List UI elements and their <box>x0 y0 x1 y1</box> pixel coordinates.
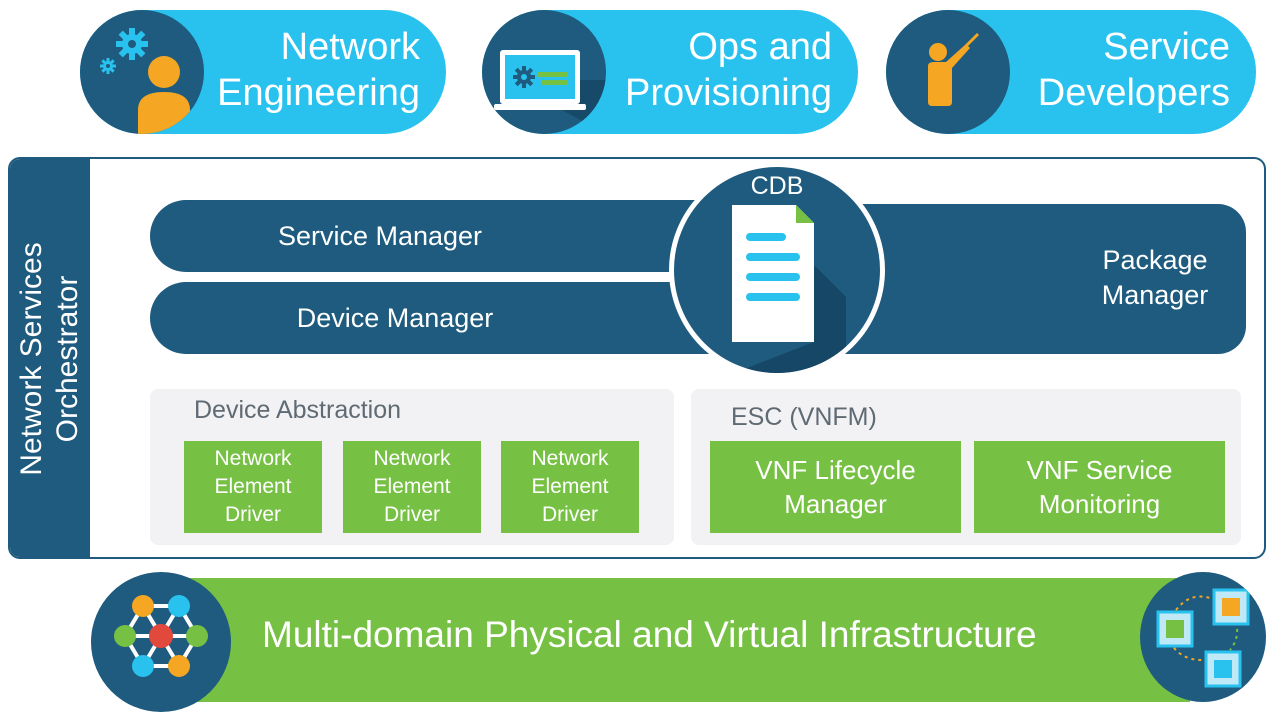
nso-sidebar: Network Services Orchestrator <box>10 159 90 557</box>
infrastructure-label: Multi-domain Physical and Virtual Infras… <box>262 614 1037 655</box>
device-manager-label: Device Manager <box>296 302 494 333</box>
infrastructure-bar <box>160 578 1190 702</box>
persona-service-developers: Service Developers <box>886 10 1256 134</box>
package-manager-label-line: Manager <box>1101 280 1209 310</box>
driver-label-line: Element <box>531 475 609 498</box>
virtual-machines-icon <box>1140 572 1266 702</box>
cdb-database <box>669 162 885 378</box>
persona-ops-provisioning: Ops and Provisioning <box>482 10 858 134</box>
persona-network-engineering: Network Engineering <box>80 10 446 134</box>
package-manager-label-line: Package <box>1102 245 1208 275</box>
esc-vnfm-title: ESC (VNFM) <box>731 403 877 431</box>
package-manager-label: Package Manager <box>1075 243 1235 313</box>
nso-title-line: Network Services <box>15 242 48 476</box>
driver-label-line: Network <box>214 447 292 470</box>
vnf-label-line: VNF Lifecycle <box>755 455 916 485</box>
persona-label-line: Network <box>280 26 420 68</box>
vnf-service-monitoring: VNF Service Monitoring <box>974 441 1225 533</box>
vnf-label-line: VNF Service <box>1026 455 1173 485</box>
network-mesh-icon <box>91 572 231 712</box>
presenter-icon <box>886 10 1010 134</box>
driver-label-line: Driver <box>384 503 440 526</box>
driver-label-line: Network <box>373 447 451 470</box>
driver-label-line: Driver <box>542 503 598 526</box>
service-manager: Service Manager <box>150 200 750 272</box>
network-element-driver: Network Element Driver <box>501 441 639 533</box>
driver-label-line: Driver <box>225 503 281 526</box>
persona-label: Ops and Provisioning <box>625 24 832 116</box>
nso-title-line: Orchestrator <box>51 275 84 443</box>
persona-label: Network Engineering <box>217 24 420 116</box>
document-icon <box>732 205 846 373</box>
persona-label-line: Provisioning <box>625 72 832 114</box>
device-abstraction-title: Device Abstraction <box>194 396 402 424</box>
nso-title: Network Services Orchestrator <box>14 242 86 475</box>
persona-label: Service Developers <box>1038 24 1230 116</box>
service-manager-label: Service Manager <box>277 220 483 251</box>
vnf-label-line: Manager <box>784 489 887 519</box>
persona-label-line: Developers <box>1037 72 1230 114</box>
cdb-label: CDB <box>750 172 804 200</box>
vnf-lifecycle-manager: VNF Lifecycle Manager <box>710 441 961 533</box>
vnf-label-line: Monitoring <box>1038 489 1161 519</box>
persona-label-line: Ops and <box>688 26 832 68</box>
laptop-settings-icon <box>482 10 606 134</box>
engineer-gears-icon <box>80 10 204 134</box>
driver-label-line: Element <box>373 475 451 498</box>
driver-label-line: Element <box>214 475 292 498</box>
device-manager: Device Manager <box>150 282 750 354</box>
persona-label-line: Service <box>1103 26 1230 68</box>
driver-label-line: Network <box>531 447 609 470</box>
network-element-driver: Network Element Driver <box>343 441 481 533</box>
persona-label-line: Engineering <box>217 72 420 114</box>
network-element-driver: Network Element Driver <box>184 441 322 533</box>
